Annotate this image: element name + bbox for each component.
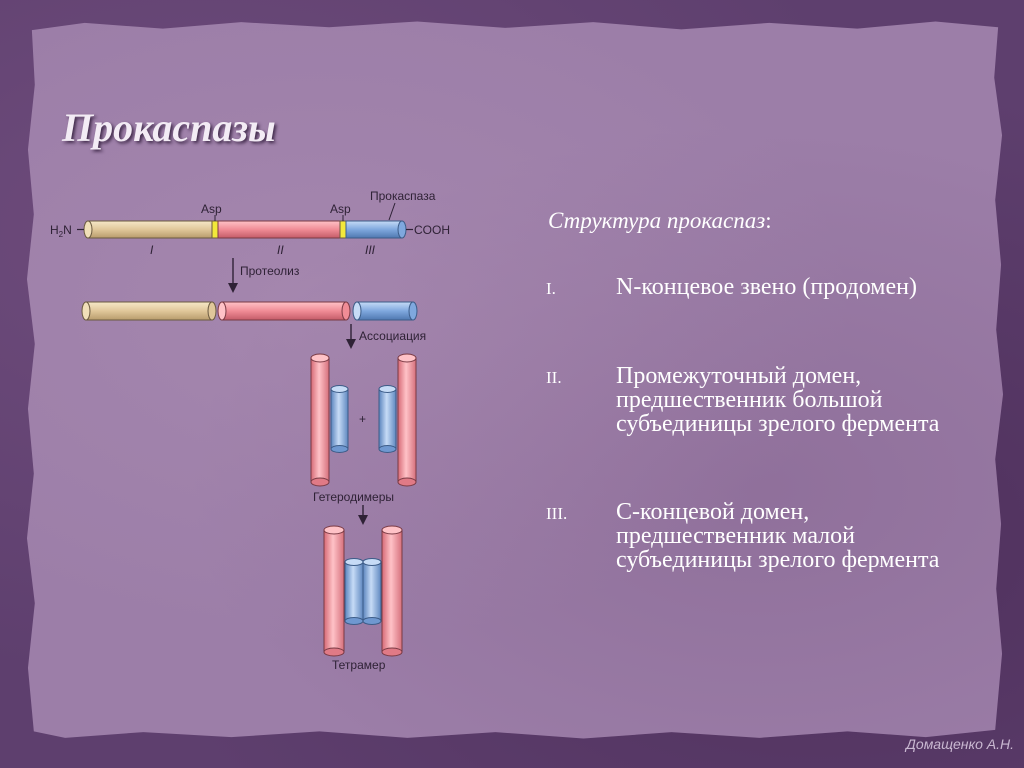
domain-label-3: III: [365, 243, 376, 257]
asp-label-1: Asp: [201, 202, 222, 216]
small-subunit-fragment-cap-left: [352, 301, 362, 321]
list-item-numeral: II.: [546, 368, 562, 387]
step-proteolysis-label: Протеолиз: [240, 264, 300, 278]
plus-sign: +: [359, 412, 366, 426]
heterodimers-group: [310, 353, 417, 487]
cleaved-fragments: [81, 301, 418, 321]
tetramer-large-right-base: [381, 647, 403, 657]
tetramer-small-right-cap: [362, 558, 382, 566]
heterodimer-small-right-cap: [378, 385, 397, 393]
list-item-numeral: I.: [546, 279, 556, 298]
tetramer-arrow-icon: [358, 505, 368, 525]
heterodimer-large-right-base: [397, 477, 417, 487]
prodomain-segment: [87, 220, 213, 239]
heterodimer-small-left-cap: [330, 385, 349, 393]
large-subunit-fragment: [221, 301, 347, 321]
tetramer-group: [323, 525, 403, 657]
author-credit: Домащенко А.Н.: [906, 736, 1014, 752]
heterodimer-large-left-cap: [310, 353, 330, 363]
heterodimer-large-right-cap: [397, 353, 417, 363]
n-terminus-label: H2N: [50, 223, 72, 239]
tetramer-small-right-base: [362, 617, 382, 625]
procaspase-label: Прокаспаза: [370, 189, 436, 203]
page-title: Прокаспазы: [62, 105, 276, 150]
procaspase-pointer: [388, 202, 396, 221]
section-subtitle: Структура прокаспаз:: [548, 208, 772, 234]
tetramer-large-left-base: [323, 647, 345, 657]
large-subunit-segment: [217, 220, 341, 239]
large-subunit-fragment-cap-right: [341, 301, 351, 321]
association-arrow-icon: [346, 324, 356, 349]
heterodimer-large-right: [397, 357, 417, 483]
subtitle-colon: :: [765, 208, 772, 233]
tetramer-small-left-base: [344, 617, 364, 625]
asp-site-2: [339, 220, 347, 239]
tetramer-large-left: [323, 529, 345, 653]
prodomain-fragment-cap-left: [81, 301, 91, 321]
heterodimer-small-left-base: [330, 445, 349, 453]
prodomain-fragment-cap-right: [207, 301, 217, 321]
heterodimer-large-left-base: [310, 477, 330, 487]
c-terminus-label: COOH: [414, 223, 450, 237]
heterodimer-small-right: [378, 388, 397, 450]
list-item-text: С-концевой домен, предшественник малой с…: [616, 499, 940, 573]
paper-panel: [26, 21, 1004, 739]
tetramer-large-right-cap: [381, 525, 403, 535]
list-item-numeral: III.: [546, 504, 568, 523]
heterodimer-small-left: [330, 388, 349, 450]
small-subunit-cap: [397, 220, 407, 239]
heterodimers-label: Гетеродимеры: [313, 490, 394, 504]
domain-label-1: I: [150, 243, 154, 257]
tetramer-label: Тетрамер: [332, 658, 386, 672]
step-association-label: Ассоциация: [359, 329, 426, 343]
small-subunit-fragment: [356, 301, 414, 321]
tetramer-large-left-cap: [323, 525, 345, 535]
asp-label-2: Asp: [330, 202, 351, 216]
large-subunit-fragment-cap-left: [217, 301, 227, 321]
heterodimer-large-left: [310, 357, 330, 483]
prodomain-fragment: [85, 301, 213, 321]
proteolysis-arrow-icon: [228, 258, 238, 293]
tetramer-small-left-cap: [344, 558, 364, 566]
subtitle-text: Структура прокаспаз: [548, 208, 766, 233]
domain-label-2: II: [277, 243, 284, 257]
prodomain-cap: [83, 220, 93, 239]
list-item-text: N-концевое звено (продомен): [616, 274, 917, 300]
asp-site-1: [211, 220, 219, 239]
small-subunit-segment: [345, 220, 403, 239]
list-item-text: Промежуточный домен, предшественник боль…: [616, 363, 940, 437]
procaspase-chain: [77, 202, 413, 239]
tetramer-small-left: [344, 561, 364, 622]
tetramer-large-right: [381, 529, 403, 653]
small-subunit-fragment-cap-right: [408, 301, 418, 321]
tetramer-small-right: [362, 561, 382, 622]
heterodimer-small-right-base: [378, 445, 397, 453]
